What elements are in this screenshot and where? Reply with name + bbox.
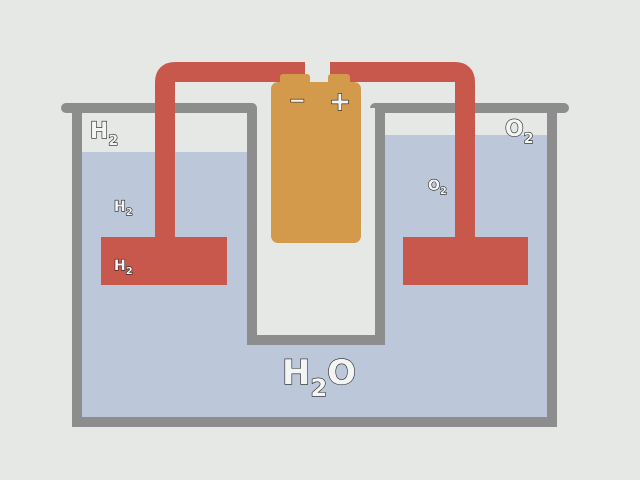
o2-bubble-label: O2: [428, 178, 447, 197]
inner-divider: [247, 108, 385, 345]
left-wire: [155, 62, 305, 240]
water-label: H2O: [282, 353, 356, 402]
cathode-plate: [101, 237, 227, 285]
h2-gas-label: H2: [90, 119, 118, 149]
outer-vessel: [72, 108, 557, 427]
right-wire: [330, 62, 475, 240]
water-bottom: [82, 345, 552, 422]
h2-electrode-label: H2: [114, 258, 133, 277]
o2-gas-label: O2: [505, 117, 533, 147]
battery-positive-label: +: [329, 87, 351, 117]
battery: [271, 82, 361, 243]
battery-negative-label: −: [289, 88, 306, 112]
h2-bubble-label: H2: [114, 199, 133, 218]
anode-plate: [403, 237, 528, 285]
